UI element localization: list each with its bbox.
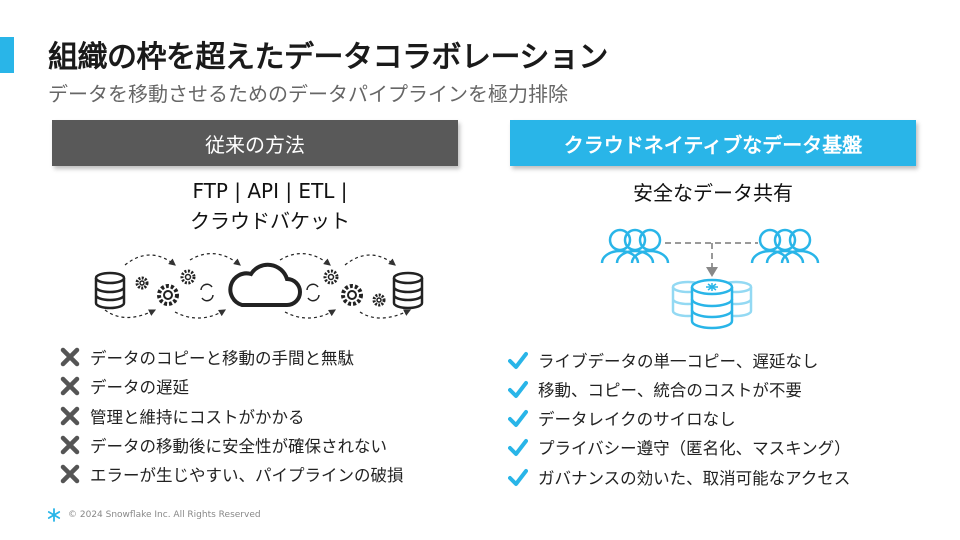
gear-icon	[372, 293, 386, 307]
database-icon	[94, 271, 126, 310]
gear-icon	[323, 269, 339, 285]
gear-icon	[135, 276, 149, 290]
list-item: ライブデータの単一コピー、遅延なし	[508, 348, 818, 372]
gear-icon	[157, 284, 179, 306]
list-item: データの移動後に安全性が確保されない	[60, 433, 387, 457]
list-item: 管理と維持にコストがかかる	[60, 404, 305, 428]
check-icon	[508, 410, 528, 427]
drawback-text: データの移動後に安全性が確保されない	[90, 437, 387, 456]
check-icon	[508, 469, 528, 486]
slide-subtitle: データを移動させるためのデータパイプラインを極力排除	[48, 82, 568, 106]
cloud-native-benefits-list: ライブデータの単一コピー、遅延なし 移動、コピー、統合のコストが不要 データレイ…	[508, 0, 928, 540]
drawback-text: エラーが生じやすい、パイプラインの破損	[90, 466, 404, 485]
check-icon	[508, 439, 528, 456]
title-accent-bar	[0, 37, 14, 73]
drawback-text: 管理と維持にコストがかかる	[90, 408, 305, 427]
cloud-icon	[228, 262, 302, 307]
list-item: エラーが生じやすい、パイプラインの破損	[60, 462, 404, 486]
database-icon	[392, 271, 424, 310]
list-item: データの遅延	[60, 374, 189, 398]
data-sharing-diagram	[600, 228, 820, 330]
cross-icon	[60, 464, 80, 484]
check-icon	[508, 381, 528, 398]
traditional-methods-subtitle: FTP | API | ETL | クラウドバケット	[80, 176, 460, 236]
gear-icon	[180, 269, 196, 285]
list-item: ガバナンスの効いた、取消可能なアクセス	[508, 465, 850, 489]
cross-icon	[60, 347, 80, 367]
check-icon	[508, 352, 528, 369]
gear-icon	[341, 284, 363, 306]
drawback-text: データの遅延	[90, 378, 189, 397]
drawback-text: データのコピーと移動の手間と無駄	[90, 349, 354, 368]
list-item: データのコピーと移動の手間と無駄	[60, 345, 354, 369]
cross-icon	[60, 406, 80, 426]
data-pipeline-diagram	[94, 253, 424, 319]
benefit-text: プライバシー遵守（匿名化、マスキング）	[538, 439, 851, 458]
cloud-native-header: クラウドネイティブなデータ基盤	[510, 120, 916, 166]
sync-icon	[200, 283, 214, 302]
benefit-text: ガバナンスの効いた、取消可能なアクセス	[538, 469, 851, 488]
snowflake-logo-icon	[47, 508, 61, 522]
slide-title: 組織の枠を超えたデータコラボレーション	[48, 40, 608, 75]
users-group-icon	[600, 228, 670, 264]
cloud-native-label: クラウドネイティブなデータ基盤	[563, 132, 863, 157]
benefit-text: ライブデータの単一コピー、遅延なし	[538, 352, 819, 371]
snowflake-database-icon	[690, 278, 734, 330]
list-item: プライバシー遵守（匿名化、マスキング）	[508, 435, 851, 459]
list-item: データレイクのサイロなし	[508, 406, 736, 430]
benefit-text: データレイクのサイロなし	[538, 410, 736, 429]
benefit-text: 移動、コピー、統合のコストが不要	[538, 381, 802, 400]
cloud-bucket-text: クラウドバケット	[190, 209, 350, 233]
users-group-icon	[750, 228, 820, 264]
list-item: 移動、コピー、統合のコストが不要	[508, 377, 802, 401]
traditional-method-label: 従来の方法	[205, 132, 305, 157]
cross-icon	[60, 435, 80, 455]
copyright-footer: © 2024 Snowflake Inc. All Rights Reserve…	[68, 510, 261, 520]
traditional-drawbacks-list: データのコピーと移動の手間と無駄 データの遅延 管理と維持にコストがかかる デー…	[60, 0, 480, 540]
traditional-method-header: 従来の方法	[52, 120, 458, 166]
sync-icon	[306, 283, 320, 302]
secure-sharing-subtitle: 安全なデータ共有	[633, 181, 793, 205]
ftp-api-etl-text: FTP | API | ETL |	[192, 179, 348, 203]
cross-icon	[60, 376, 80, 396]
